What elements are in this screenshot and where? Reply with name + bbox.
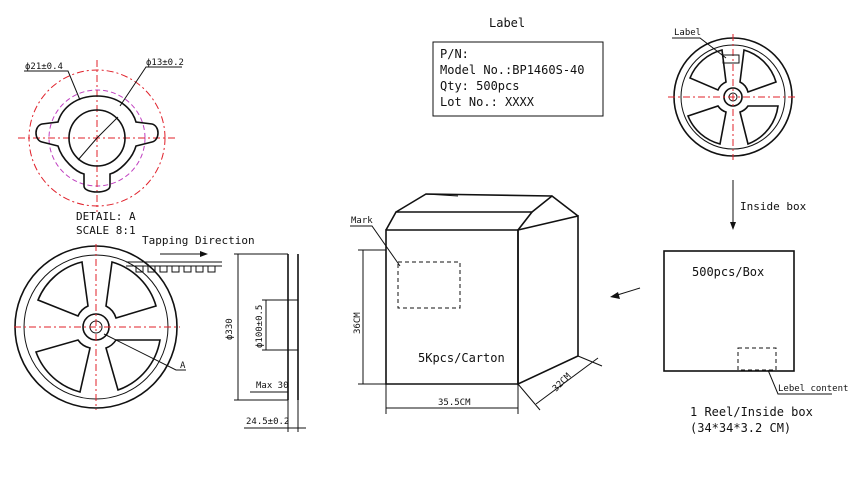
reel-top-window-3	[686, 105, 727, 145]
carton-ext-depth-left	[517, 383, 541, 411]
tape-pockets	[135, 265, 216, 273]
detail-title: DETAIL: A	[76, 210, 136, 223]
carton-ext-depth-right	[577, 355, 603, 367]
reel-top-label-tag: Label	[674, 28, 701, 38]
inside-box-arrow-label: Inside box	[740, 200, 807, 213]
carton-side-flap	[531, 194, 579, 217]
inside-box-frame	[663, 250, 795, 372]
reel-top-window-1	[688, 49, 727, 92]
label-line-pn: P/N:	[440, 47, 469, 61]
side-dim-max: Max 30	[256, 381, 289, 391]
inside-box-caption-2: (34*34*3.2 CM)	[690, 421, 791, 435]
carton: Mark 5Kpcs/Carton 36CM 35.5CM 32CM	[350, 193, 603, 414]
reel-front-window-2	[105, 260, 157, 319]
inside-box: 500pcs/Box Lebel content 1 Reel/Inside b…	[663, 250, 848, 435]
tapping-direction-label: Tapping Direction	[142, 234, 255, 247]
reel-top-label-patch	[722, 54, 740, 64]
detail-hub-bore	[68, 109, 126, 167]
label-block: Label P/N: Model No.:BP1460S-40 Qty: 500…	[432, 16, 604, 117]
label-line-model: Model No.:BP1460S-40	[440, 63, 585, 77]
inside-box-label-area	[737, 347, 777, 371]
carton-arrow	[610, 287, 641, 299]
detail-hub-profile	[35, 95, 159, 193]
label-frame	[432, 41, 604, 117]
reel-side-view: ϕ330 ϕ100±0.5 Max 30 24.5±0.2	[225, 253, 306, 432]
detail-bore-radius	[77, 137, 98, 161]
carton-arrowhead	[610, 292, 620, 299]
reel-front-window-4	[105, 339, 161, 392]
inside-box-arrow: Inside box	[730, 180, 807, 230]
carton-front-flap	[385, 211, 534, 231]
side-hub	[287, 299, 299, 351]
side-dim-hub: ϕ100±0.5	[255, 305, 265, 348]
carton-dim-width: 35.5CM	[438, 398, 471, 408]
callout-a-leader	[103, 333, 186, 371]
detail-scale: SCALE 8:1	[76, 224, 136, 237]
carton-dim-depth: 32CM	[551, 371, 574, 394]
detail-leader-inner	[119, 66, 182, 107]
reel-front-window-1	[36, 261, 89, 318]
label-heading: Label	[489, 16, 525, 30]
inside-box-label-content: Lebel content	[778, 384, 848, 394]
detail-dim-outer: ϕ21±0.4	[25, 62, 63, 72]
label-line-lot: Lot No.: XXXX	[440, 95, 535, 109]
side-dim-width: 24.5±0.2	[246, 417, 289, 427]
carton-back-flap	[395, 193, 553, 213]
carton-dim-depth-line	[535, 357, 599, 405]
inside-box-capacity: 500pcs/Box	[692, 265, 764, 279]
carton-mark-leader	[350, 225, 401, 267]
label-line-qty: Qty: 500pcs	[440, 79, 519, 93]
inside-box-arrowhead	[730, 222, 736, 230]
reel-front-window-3	[34, 339, 91, 393]
carton-mark-label: Mark	[351, 216, 373, 226]
detail-dim-inner: ϕ13±0.2	[146, 58, 184, 68]
side-dim-diameter: ϕ330	[225, 318, 235, 340]
carton-side-face	[517, 214, 579, 386]
reel-top-window-4	[739, 105, 779, 146]
callout-a-label: A	[180, 361, 186, 371]
detail-bore-radius-2	[96, 116, 119, 139]
detail-a: ϕ21±0.4 ϕ13±0.2 DETAIL: A SCALE 8:1	[18, 58, 184, 237]
carton-back-flap-edge	[425, 193, 459, 197]
reel-top-window-2	[739, 48, 777, 94]
carton-capacity: 5Kpcs/Carton	[418, 351, 505, 365]
inside-box-caption-1: 1 Reel/Inside box	[690, 405, 813, 419]
tapping-direction-arrowhead	[200, 251, 208, 257]
inside-box-label-leader	[767, 369, 832, 395]
detail-leader-outer	[24, 70, 81, 101]
carton-dim-height: 36CM	[353, 312, 363, 334]
reel-top-label-leader	[672, 37, 727, 59]
reel-top-view: Label	[668, 28, 798, 160]
carton-mark-area	[397, 261, 461, 309]
reel-front-view: Tapping Direction A	[14, 234, 255, 410]
